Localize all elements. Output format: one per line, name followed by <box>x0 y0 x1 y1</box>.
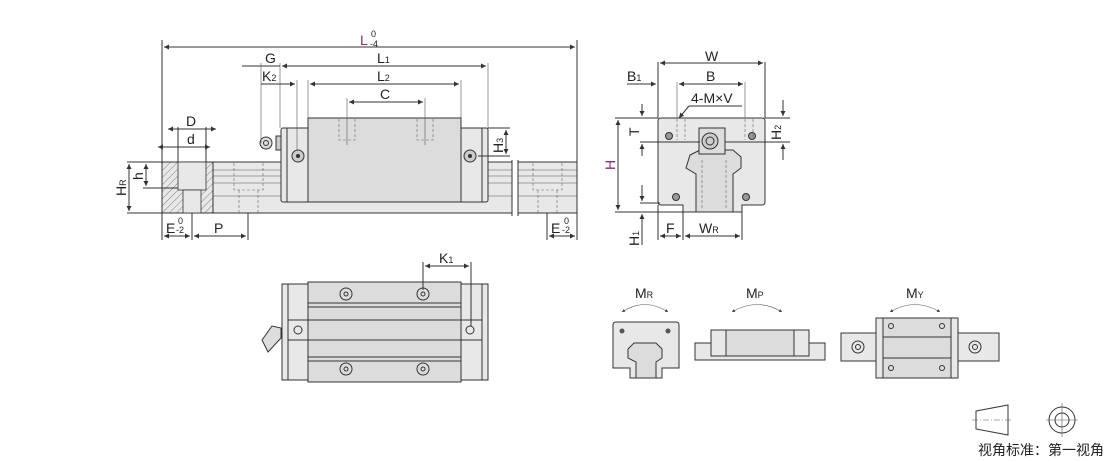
label-d: d <box>187 131 195 147</box>
label-B: B <box>706 68 715 84</box>
label-MY: MY <box>906 285 924 301</box>
label-T: T <box>626 127 642 136</box>
top-view: K1 <box>261 250 489 383</box>
front-view: L 0 -4 G K2 L1 L2 C D d h HR H3 E 0 -2 P… <box>113 29 578 240</box>
label-H: H <box>602 160 618 170</box>
label-MP: MP <box>746 285 764 301</box>
label-G: G <box>265 50 276 66</box>
label-L1: L1 <box>377 50 390 66</box>
label-h: h <box>130 172 146 180</box>
label-B1: B1 <box>627 68 641 84</box>
label-K1: K1 <box>439 250 453 266</box>
label-E-right-lower-tol: -2 <box>562 225 570 235</box>
label-E-left: E <box>166 220 175 236</box>
first-angle-projection-icon <box>972 403 1078 437</box>
grease-nipple-icon <box>259 135 282 151</box>
label-MR: MR <box>635 285 654 301</box>
block-body <box>307 117 462 203</box>
label-E-left-lower-tol: -2 <box>176 225 184 235</box>
grease-nipple-icon <box>261 325 282 353</box>
moment-roll-view: MR <box>612 285 680 379</box>
label-4-MxV: 4-M×V <box>691 90 733 106</box>
label-E-left-upper-tol: 0 <box>178 216 183 226</box>
mount-hole-icon <box>339 362 353 376</box>
label-L-lower-tol: -4 <box>370 39 378 49</box>
label-WR: WR <box>699 220 719 236</box>
mount-hole-icon <box>339 287 353 301</box>
label-E-right: E <box>551 220 560 236</box>
moment-yaw-view: MY <box>840 285 1000 379</box>
label-C: C <box>380 86 390 102</box>
label-E-right-upper-tol: 0 <box>564 216 569 226</box>
label-H3: H3 <box>490 138 506 153</box>
projection-label: 视角标准：第一视角 <box>978 442 1104 458</box>
label-L2: L2 <box>377 68 390 84</box>
label-L: L <box>360 32 368 48</box>
label-D: D <box>186 113 196 129</box>
grease-port-icon <box>701 132 719 150</box>
curved-arrow-icon <box>621 304 669 313</box>
label-P: P <box>214 220 223 236</box>
moment-pitch-view: MP <box>694 285 826 361</box>
end-view: W B1 B 4-M×V T H H2 H1 F WR <box>602 48 790 246</box>
label-HR: HR <box>113 179 129 196</box>
curved-arrow-icon <box>731 304 783 313</box>
label-K2: K2 <box>262 68 276 84</box>
mount-hole-icon <box>416 362 430 376</box>
label-L-upper-tol: 0 <box>371 29 376 39</box>
label-H2: H2 <box>768 125 784 140</box>
curved-arrow-icon <box>889 304 941 313</box>
label-W: W <box>705 48 719 64</box>
label-F: F <box>666 220 675 236</box>
label-H1: H1 <box>626 231 642 246</box>
